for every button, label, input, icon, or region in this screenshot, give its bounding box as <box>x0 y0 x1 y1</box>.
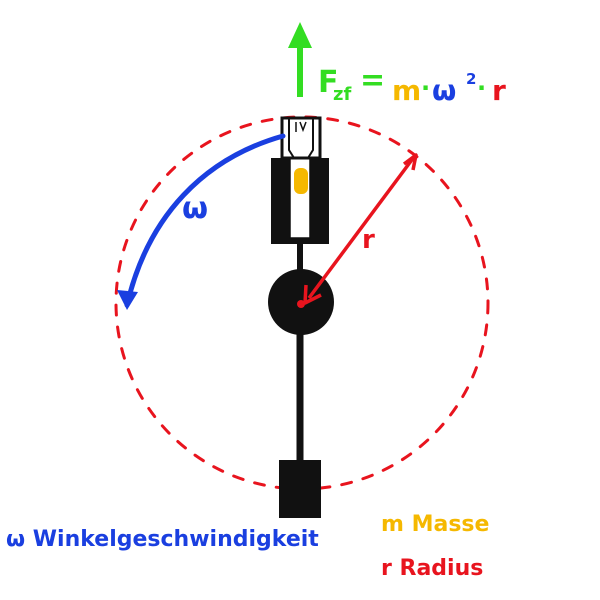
legend-omega: ω Winkelgeschwindigkeit <box>6 527 319 552</box>
formula-dot-2: · <box>477 74 486 102</box>
formula: F zf = m · ω 2 · r <box>318 63 506 107</box>
formula-omega: ω <box>432 74 456 107</box>
omega-arrow <box>117 133 286 310</box>
legend-radius: r Radius <box>381 556 483 581</box>
formula-omega-exponent: 2 <box>466 70 476 88</box>
hub-center-dot <box>297 300 305 308</box>
formula-dot-1: · <box>421 74 430 102</box>
radius-label: r <box>362 225 375 255</box>
force-subscript: zf <box>333 84 351 105</box>
radius-arrow <box>303 153 418 305</box>
legend: ω Winkelgeschwindigkeit m Masse r Radius <box>6 512 489 581</box>
force-arrow <box>288 22 312 97</box>
legend-mass: m Masse <box>381 512 489 537</box>
counterweight <box>279 460 321 518</box>
formula-radius: r <box>492 74 506 107</box>
formula-mass: m <box>392 74 421 107</box>
formula-equals: = <box>360 63 385 98</box>
force-symbol: F <box>318 65 339 100</box>
omega-label: ω <box>182 191 208 226</box>
mass-blob <box>294 168 308 194</box>
